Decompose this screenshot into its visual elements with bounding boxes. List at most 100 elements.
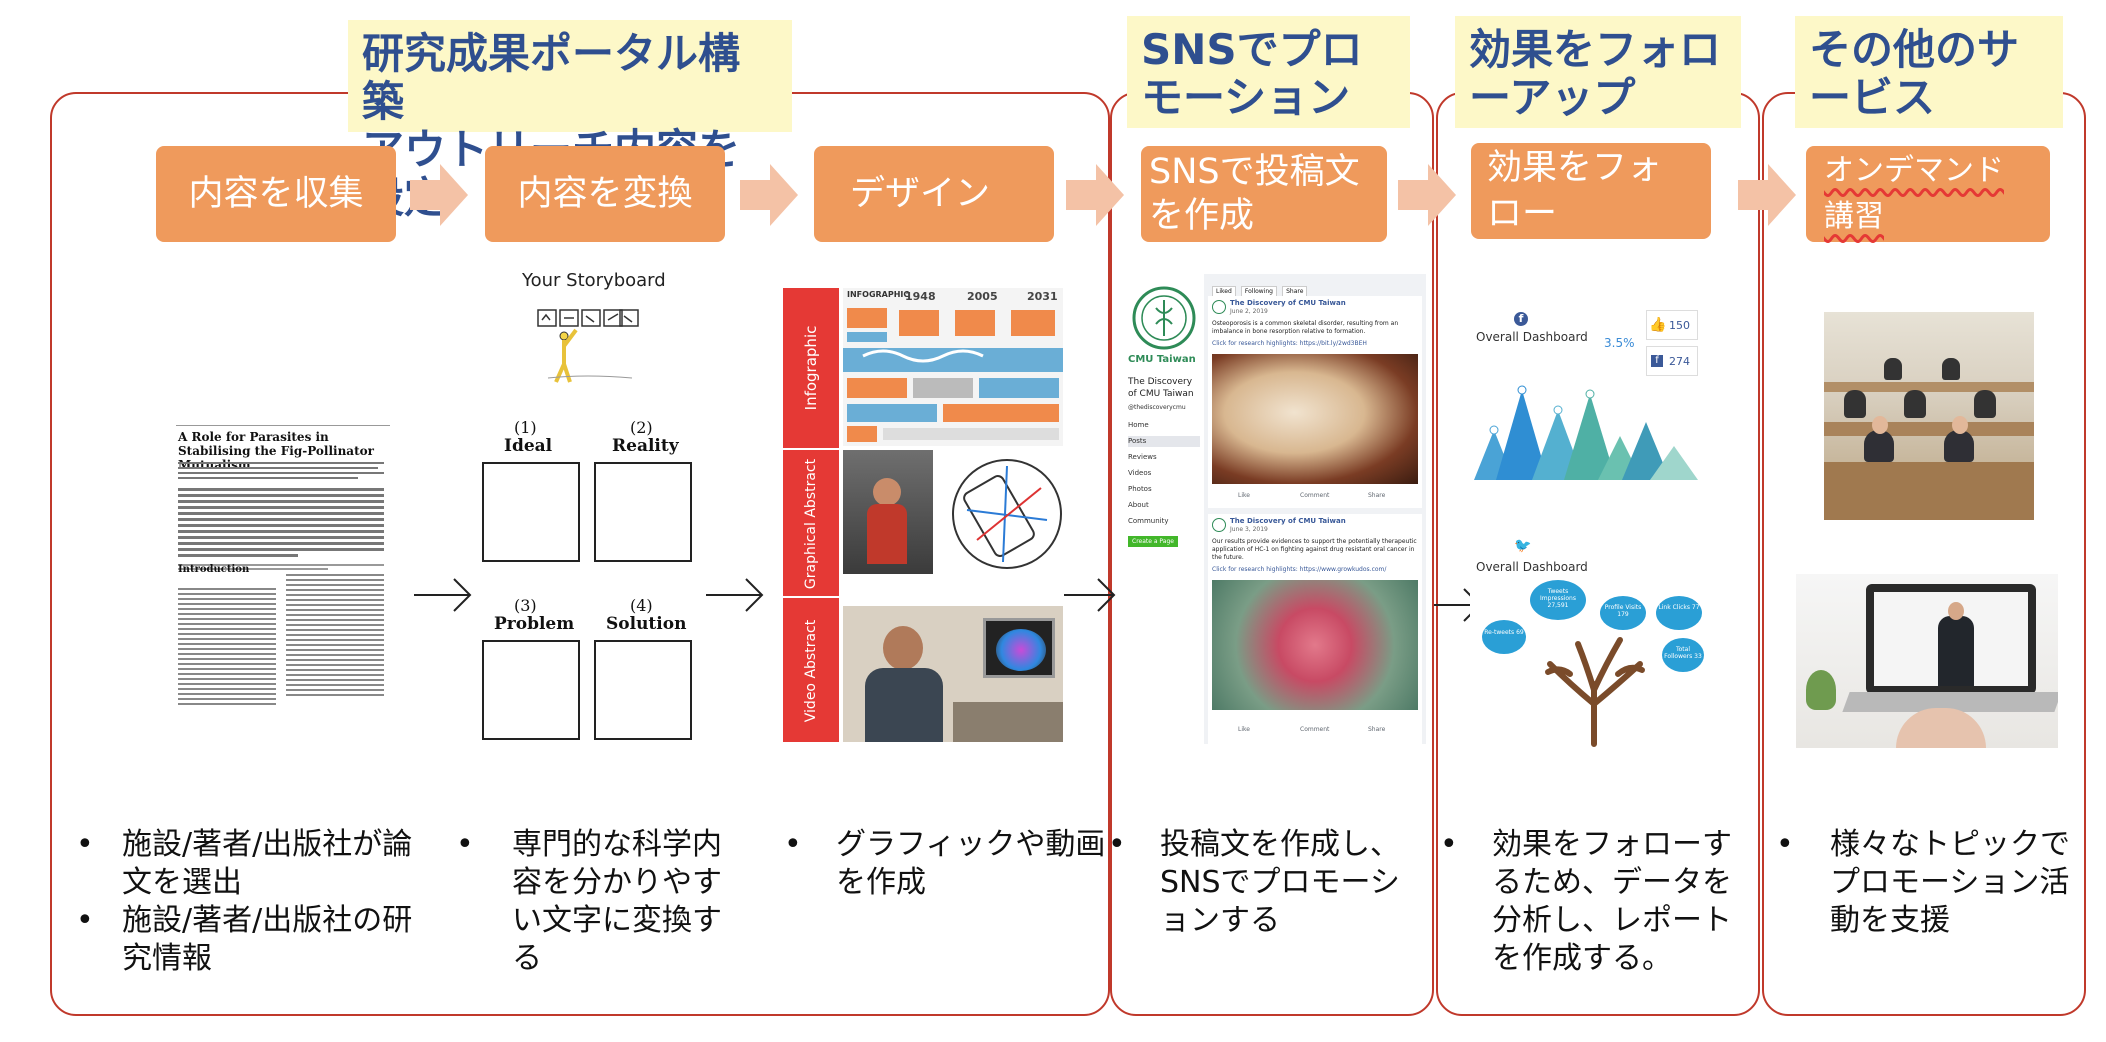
arrow-right-icon [1066, 164, 1124, 226]
fb-post-2: The Discovery of CMU Taiwan June 3, 2019… [1208, 514, 1422, 744]
fb-post-1-comment[interactable]: Comment [1300, 492, 1330, 499]
facebook-square-icon: f [1651, 355, 1663, 367]
storyboard-panel-4 [594, 640, 692, 740]
thin-arrow-icon [706, 578, 764, 612]
dashboard-2-title: Overall Dashboard [1476, 560, 1588, 574]
storyboard-panel-2 [594, 462, 692, 562]
fb-post-2-share[interactable]: Share [1368, 726, 1386, 733]
dashboard-1-title: Overall Dashboard [1476, 330, 1588, 344]
arrow-right-icon [1738, 164, 1796, 226]
fb-post-2-date: June 3, 2019 [1230, 526, 1268, 533]
storyboard-panel-1 [482, 462, 580, 562]
facebook-page: CMU Taiwan The Discovery of CMU Taiwan @… [1124, 274, 1426, 744]
storyboard-panel-4-label: Solution [606, 614, 687, 634]
step-convert: 内容を変換 [485, 146, 725, 242]
arrow-right-icon [740, 164, 798, 226]
fb-post-1-text: Osteoporosis is a common skeletal disord… [1212, 320, 1399, 335]
thin-arrow-icon [414, 578, 472, 612]
graphical-abstract-image [843, 450, 1063, 594]
fb-post-2-author[interactable]: The Discovery of CMU Taiwan [1230, 517, 1346, 525]
design-tab-infographic: Infographic [783, 288, 839, 448]
fb-post-1: The Discovery of CMU Taiwan June 2, 2019… [1208, 296, 1422, 508]
fb-nav-community[interactable]: Community [1128, 517, 1169, 525]
storyboard-panel-3 [482, 640, 580, 740]
paper-section-heading: Introduction [178, 564, 250, 575]
tree-bubble-3: Link Clicks 77 [1656, 596, 1702, 630]
header-follow: 効果をフォローアップ [1455, 16, 1741, 128]
tree-bubble-4: Re-tweets 69 [1482, 620, 1526, 654]
step-followup: 効果をフォロー [1471, 143, 1711, 239]
arrow-right-icon [410, 164, 468, 226]
storyboard-panel-2-num: (2) [630, 418, 653, 437]
design-panel: Infographic Graphical Abstract Video Abs… [783, 288, 1063, 742]
thumb-up-icon: 👍 [1649, 317, 1667, 333]
tree-bubble-5: Total Followers 33 [1662, 638, 1704, 672]
facebook-dashboard: f Overall Dashboard 3.5% 👍 150 f 274 [1470, 306, 1716, 486]
fb-nav-posts[interactable]: Posts [1128, 436, 1200, 447]
fb-post-1-date: June 2, 2019 [1230, 308, 1268, 315]
fb-handle: @thediscoverycmu [1128, 404, 1186, 411]
step-ondemand: オンデマンド講習 [1806, 146, 2050, 242]
fb-page-name: CMU Taiwan [1128, 354, 1196, 365]
fb-post-1-link[interactable]: Click for research highlights: https://b… [1212, 340, 1367, 347]
classroom-photo [1824, 312, 2034, 520]
fb-create-page-button[interactable]: Create a Page [1128, 536, 1178, 547]
thin-arrow-icon [1064, 578, 1116, 612]
dashboard-pct: 3.5% [1604, 336, 1635, 350]
tree-bubble-2: Profile Visits 179 [1600, 596, 1646, 630]
header-other: その他のサービス [1795, 16, 2063, 128]
step-post: SNSで投稿文を作成 [1141, 146, 1387, 242]
woman-photo [843, 450, 933, 574]
fb-post-2-avatar [1212, 518, 1226, 532]
storyboard-title: Your Storyboard [522, 270, 666, 291]
fb-post-2-text: Our results provide evidences to support… [1212, 538, 1417, 561]
fb-top-buttons: Liked Following Share [1212, 278, 1308, 297]
fb-post-1-like[interactable]: Like [1238, 492, 1250, 499]
twitter-dashboard: 🐦 Overall Dashboard Tweets Impressions 2… [1470, 534, 1716, 748]
fb-post-1-author[interactable]: The Discovery of CMU Taiwan [1230, 299, 1346, 307]
video-abstract-image [843, 606, 1063, 742]
dashboard-fans-box: f 274 [1646, 346, 1698, 376]
dashboard-fans: 274 [1669, 355, 1690, 368]
paper-thumbnail: A Role for Parasites in Stabilising the … [176, 416, 390, 738]
cmu-logo-icon [1132, 286, 1196, 350]
fb-nav-home[interactable]: Home [1128, 421, 1149, 429]
fb-sidebar: CMU Taiwan The Discovery of CMU Taiwan @… [1124, 274, 1204, 744]
facebook-icon: f [1514, 312, 1528, 326]
storyboard: Your Storyboard (1) Ideal (2) Reality (3… [474, 266, 700, 746]
storyboard-panel-2-label: Reality [612, 436, 679, 456]
fb-page-full: The Discovery of CMU Taiwan [1128, 377, 1194, 399]
storyboard-panel-4-num: (4) [630, 596, 653, 615]
fb-post-2-comment[interactable]: Comment [1300, 726, 1330, 733]
arrow-right-icon [1398, 164, 1456, 226]
step-design: デザイン [814, 146, 1054, 242]
twitter-icon: 🐦 [1514, 538, 1532, 554]
storyboard-panel-1-num: (1) [514, 418, 537, 437]
tree-graphic [1545, 637, 1645, 747]
dashboard-likes-box: 👍 150 [1646, 310, 1698, 340]
fb-post-2-link[interactable]: Click for research highlights: https://w… [1212, 566, 1387, 573]
storyboard-panel-3-num: (3) [514, 596, 537, 615]
fb-post-1-avatar [1212, 300, 1226, 314]
header-sns: SNSでプロモーション [1127, 16, 1410, 128]
fb-nav-reviews[interactable]: Reviews [1128, 453, 1157, 461]
header-portal: 研究成果ポータル構築 アウトリーチ内容を設定 [348, 20, 792, 222]
fb-post-2-like[interactable]: Like [1238, 726, 1250, 733]
paper-text-lines [178, 462, 384, 705]
fb-nav-photos[interactable]: Photos [1128, 485, 1152, 493]
fb-nav-videos[interactable]: Videos [1128, 469, 1152, 477]
design-tab-video: Video Abstract [783, 596, 839, 742]
storyboard-panel-1-label: Ideal [504, 436, 553, 456]
step-collect: 内容を収集 [156, 146, 396, 242]
storyboard-panel-3-label: Problem [494, 614, 575, 634]
fb-nav-about[interactable]: About [1128, 501, 1149, 509]
fb-post-2-image [1212, 580, 1418, 710]
dashboard-likes: 150 [1669, 319, 1690, 332]
phone-diagram-icon [952, 459, 1062, 569]
infographic-graphics [843, 308, 1063, 442]
dashboard-triangles [1474, 385, 1698, 480]
fb-post-1-share[interactable]: Share [1368, 492, 1386, 499]
design-tab-graphical: Graphical Abstract [783, 448, 839, 596]
tree-bubble-1: Tweets Impressions 27,591 [1530, 580, 1586, 620]
laptop-lecture-photo [1796, 574, 2058, 748]
